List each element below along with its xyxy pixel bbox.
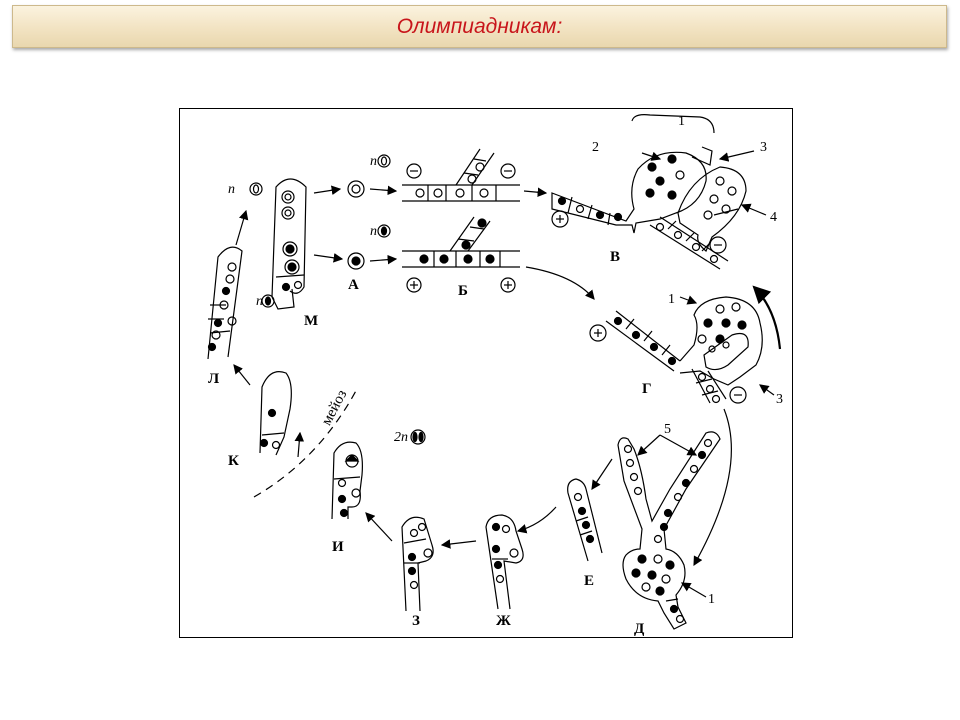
ploidy-n-4: n	[370, 224, 377, 239]
stage-k-figure	[259, 371, 292, 456]
spore-n-bottom	[261, 294, 275, 308]
spore-n-small-bottom	[377, 224, 391, 238]
plus-circle-2	[500, 277, 516, 293]
label-k: К	[228, 453, 239, 469]
bracket-1	[631, 114, 715, 134]
life-cycle-diagram: А Б В Г Д Е Ж З И К Л М 1 2 3 4 1 3 5 1 …	[179, 108, 793, 638]
number-1-mid: 1	[668, 292, 675, 307]
number-3-bottom: 3	[776, 392, 783, 407]
ploidy-2n: 2n	[394, 430, 408, 445]
title-bar: Олимпиадникам:	[12, 5, 947, 48]
stage-m-figure	[271, 178, 307, 310]
stage-zh-figure	[485, 514, 524, 610]
label-z: З	[412, 613, 420, 629]
stage-z-figure	[401, 516, 434, 612]
number-5: 5	[664, 422, 671, 437]
label-d: Д	[634, 621, 645, 637]
spore-a-top	[347, 180, 365, 198]
label-l: Л	[208, 371, 219, 387]
label-b: Б	[458, 283, 468, 299]
minus-circle-g	[729, 386, 747, 404]
spore-2n	[410, 429, 426, 445]
number-2: 2	[592, 140, 599, 155]
number-1-top: 1	[678, 114, 685, 129]
label-g: Г	[642, 381, 652, 397]
minus-circle-v	[709, 236, 727, 254]
plus-circle-g	[589, 324, 607, 342]
label-m: М	[304, 313, 318, 329]
label-a: А	[348, 277, 359, 293]
page-title: Олимпиадникам:	[396, 15, 563, 38]
hyphae-plus-bottom	[402, 216, 520, 268]
minus-circle-2	[500, 163, 516, 179]
stage-l-figure	[207, 246, 243, 360]
number-3-top: 3	[760, 140, 767, 155]
ploidy-n-3: n	[370, 154, 377, 169]
ploidy-n-2: n	[256, 294, 263, 309]
ploidy-n-1: n	[228, 182, 235, 197]
label-v: В	[610, 249, 620, 265]
stage-i-figure	[331, 441, 363, 520]
life-cycle-svg: А Б В Г Д Е Ж З И К Л М 1 2 3 4 1 3 5 1 …	[207, 114, 783, 637]
spore-n-small-top	[377, 154, 391, 168]
label-zh: Ж	[496, 613, 511, 629]
minus-circle-1	[406, 163, 422, 179]
stage-e-figure	[567, 478, 603, 562]
plus-circle-1	[406, 277, 422, 293]
plus-circle-v	[551, 210, 569, 228]
spore-a-bottom	[347, 252, 365, 270]
number-4: 4	[770, 210, 777, 225]
spore-n-top	[249, 182, 263, 196]
label-i: И	[332, 539, 344, 555]
label-e: Е	[584, 573, 594, 589]
hyphae-minus-top	[402, 148, 520, 202]
stage-d-figure	[617, 431, 721, 630]
meiosis-curve	[253, 386, 359, 498]
number-1-bottom: 1	[708, 592, 715, 607]
stage-g-figure	[605, 296, 763, 404]
stage-v-figure	[551, 146, 747, 270]
